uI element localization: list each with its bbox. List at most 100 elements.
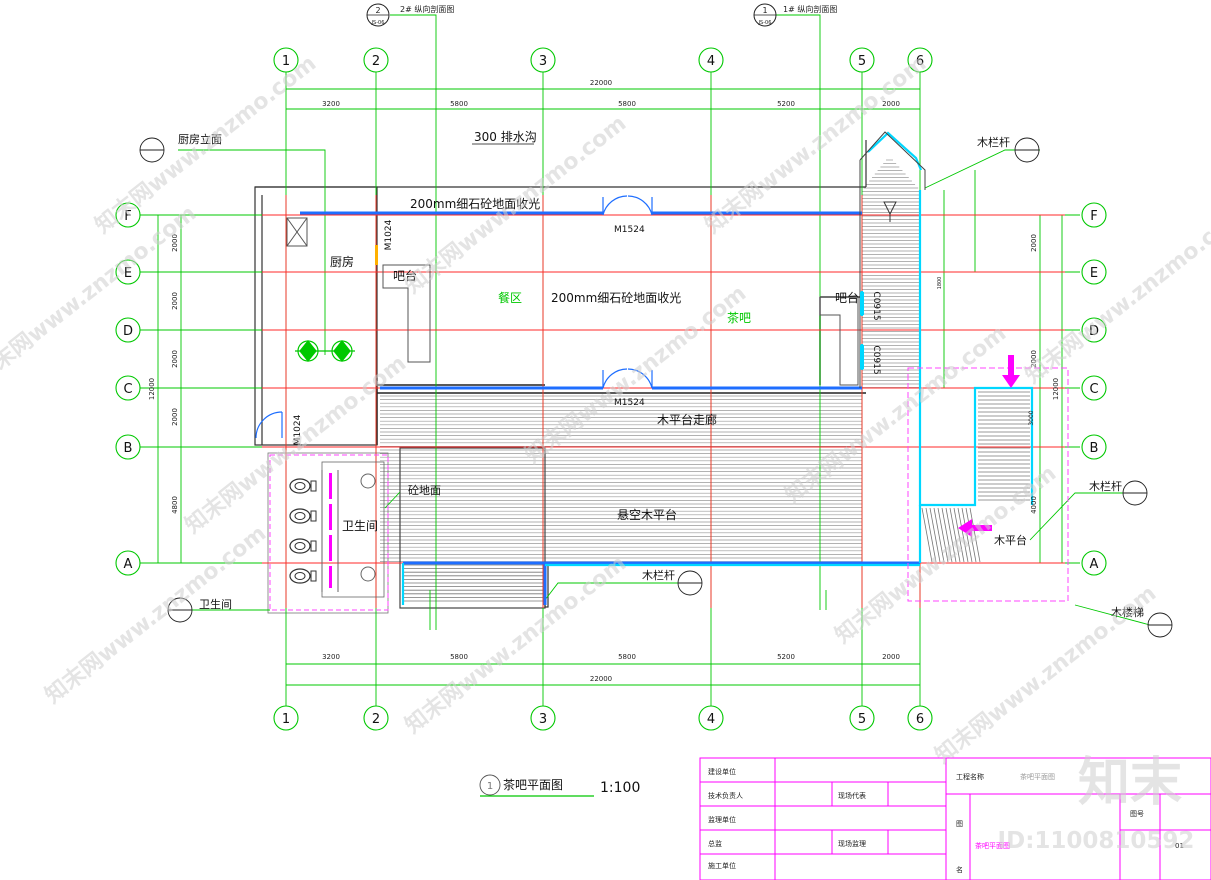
col-label: 6 [916,712,924,727]
svg-text:22000: 22000 [590,79,612,87]
svg-text:M1024: M1024 [293,414,303,445]
svg-text:200mm细石砼地面收光: 200mm细石砼地面收光 [551,291,681,305]
room-labels: 300 排水沟 厨房立面 200mm细石砼地面收光 200mm细石砼地面收光 M… [178,130,1144,619]
row-label: A [124,557,133,572]
svg-text:5800: 5800 [450,100,468,108]
toilet-room [269,454,389,611]
svg-text:3000: 3000 [1028,410,1035,425]
stair-boundary [907,367,1069,602]
col-label: 5 [858,54,866,69]
svg-text:吧台: 吧台 [393,268,417,283]
svg-text:3200: 3200 [322,653,340,661]
row-bubble-B: B [1081,434,1107,460]
svg-text:3200: 3200 [322,100,340,108]
row-bubble-C: C [1081,375,1107,401]
row-bubble-B: B [115,434,141,460]
svg-text:厨房立面: 厨房立面 [178,132,222,146]
col-label: 5 [858,712,866,727]
svg-text:01: 01 [1175,842,1184,850]
svg-text:悬空木平台: 悬空木平台 [617,507,677,522]
svg-text:12000: 12000 [1052,378,1060,400]
col-bubble-5: 5 [849,47,875,73]
row-label: E [124,266,132,281]
svg-text:工程名称: 工程名称 [956,772,984,781]
svg-text:2000: 2000 [882,653,900,661]
svg-text:吧台: 吧台 [835,290,859,305]
row-label: D [123,324,133,339]
svg-text:200mm细石砼地面收光: 200mm细石砼地面收光 [410,197,540,211]
svg-text:木栏杆: 木栏杆 [642,568,675,582]
col-label: 3 [539,712,547,727]
svg-text:名: 名 [956,865,963,874]
col-bubble-6: 6 [907,47,933,73]
svg-text:茶吧平面图: 茶吧平面图 [975,841,1010,850]
col-bubble-3: 3 [530,47,556,73]
svg-text:M1524: M1524 [614,398,645,408]
svg-text:木栏杆: 木栏杆 [977,135,1010,149]
toilet-icon [289,568,317,584]
row-label: B [1090,441,1099,456]
svg-text:5200: 5200 [777,100,795,108]
svg-text:建设单位: 建设单位 [708,767,736,776]
row-bubble-D: D [1081,317,1107,343]
row-label: C [123,382,132,397]
row-label: F [124,209,131,224]
svg-text:1# 纵向剖面图: 1# 纵向剖面图 [783,4,837,14]
toilet-icon [289,538,317,554]
svg-text:卫生间: 卫生间 [199,597,232,611]
svg-text:总监: 总监 [708,839,722,848]
section-marker-2: 2 JS-06 2# 纵向剖面图 [366,3,454,27]
deck-hatch [380,159,1030,602]
svg-text:厨房: 厨房 [330,254,354,269]
svg-text:M1524: M1524 [614,225,645,235]
svg-text:ID:1100810592: ID:1100810592 [998,828,1195,854]
col-bubble-1: 1 [273,705,299,731]
svg-text:施工单位: 施工单位 [708,861,736,870]
svg-text:1: 1 [762,6,767,15]
svg-text:12000: 12000 [148,378,156,400]
col-bubble-5: 5 [849,705,875,731]
col-bubble-4: 4 [698,705,724,731]
svg-text:木楼梯: 木楼梯 [1111,605,1144,619]
furniture [286,217,859,386]
toilet-icon [289,508,317,524]
svg-text:4000: 4000 [1030,496,1038,514]
svg-text:技术负责人: 技术负责人 [708,791,743,800]
row-label: D [1089,324,1099,339]
col-bubble-6: 6 [907,705,933,731]
col-label: 4 [707,712,715,727]
svg-text:茶吧平面图: 茶吧平面图 [1020,772,1055,781]
svg-text:2000: 2000 [171,234,179,252]
svg-text:知末: 知末 [1078,753,1182,813]
col-bubble-1: 1 [273,47,299,73]
svg-text:现场代表: 现场代表 [838,791,866,800]
svg-text:5200: 5200 [777,653,795,661]
dimensions: 22000 3200 5800 5800 5200 2000 3200 5800… [148,79,1060,683]
svg-text:2000: 2000 [882,100,900,108]
blue-walls [300,211,920,605]
row-bubble-E: E [1081,259,1107,285]
svg-text:2000: 2000 [1030,234,1038,252]
col-label: 2 [372,54,380,69]
svg-text:木平台走廊: 木平台走廊 [657,412,717,427]
col-label: 1 [282,712,290,727]
svg-text:C0915: C0915 [871,291,881,320]
svg-text:1:100: 1:100 [600,780,640,796]
row-label: E [1090,266,1098,281]
row-bubble-A: A [1081,550,1107,576]
row-bubble-E: E [115,259,141,285]
row-label: A [1090,557,1099,572]
svg-text:餐区: 餐区 [498,290,522,305]
svg-text:现场监理: 现场监理 [838,839,866,848]
window-markers [860,292,864,369]
svg-text:茶吧平面图: 茶吧平面图 [503,777,563,792]
col-label: 2 [372,712,380,727]
svg-text:图号: 图号 [1130,810,1144,818]
arrow-icon [958,355,1020,537]
svg-text:22000: 22000 [590,675,612,683]
row-bubble-C: C [115,375,141,401]
svg-text:1: 1 [487,781,493,792]
col-label: 1 [282,54,290,69]
svg-text:2# 纵向剖面图: 2# 纵向剖面图 [400,4,454,14]
